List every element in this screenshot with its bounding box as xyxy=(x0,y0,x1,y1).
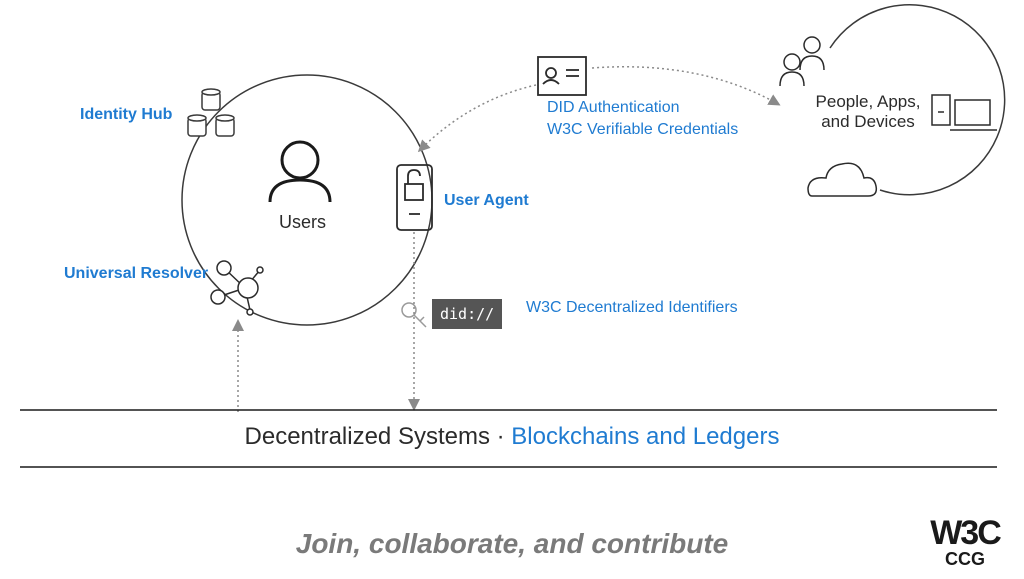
identity-hub-label: Identity Hub xyxy=(80,106,173,123)
people-icon xyxy=(779,36,825,87)
cloud-icon xyxy=(807,162,878,197)
database-icon xyxy=(187,88,235,137)
did-authentication-label: DID Authentication xyxy=(547,99,680,116)
ccg-logo-text: CCG xyxy=(945,549,985,569)
user-agent-label: User Agent xyxy=(444,192,529,209)
people-circle xyxy=(829,4,1006,196)
key-icon xyxy=(401,302,427,328)
w3c-logo-text: W3C xyxy=(930,514,1002,552)
devices-icon xyxy=(931,94,997,131)
people-label-line1: People, Apps, xyxy=(815,92,921,111)
ledger-band: Decentralized Systems · Blockchains and … xyxy=(0,423,1024,451)
verifiable-credentials-label: W3C Verifiable Credentials xyxy=(547,121,739,138)
users-label: Users xyxy=(279,212,327,232)
phone-lock-icon xyxy=(396,164,433,231)
users-circle xyxy=(181,74,433,326)
ledgers-label: Blockchains and Ledgers xyxy=(511,423,780,450)
people-label: People, Apps, and Devices xyxy=(813,92,923,132)
systems-label: Decentralized Systems · xyxy=(244,423,505,450)
network-resolver-icon xyxy=(210,260,264,316)
call-to-action: Join, collaborate, and contribute xyxy=(295,528,729,559)
person-icon xyxy=(268,140,332,203)
people-label-line2: and Devices xyxy=(821,112,915,131)
people-arrow xyxy=(591,66,781,106)
decentralized-identifiers-label: W3C Decentralized Identifiers xyxy=(526,299,738,316)
w3c-ccg-logo: W3C CCG xyxy=(925,516,1005,568)
did-code-badge: did:// xyxy=(432,299,503,329)
credential-card-icon xyxy=(537,56,587,96)
credential-arrow xyxy=(417,84,537,153)
universal-resolver-label: Universal Resolver xyxy=(64,265,209,282)
